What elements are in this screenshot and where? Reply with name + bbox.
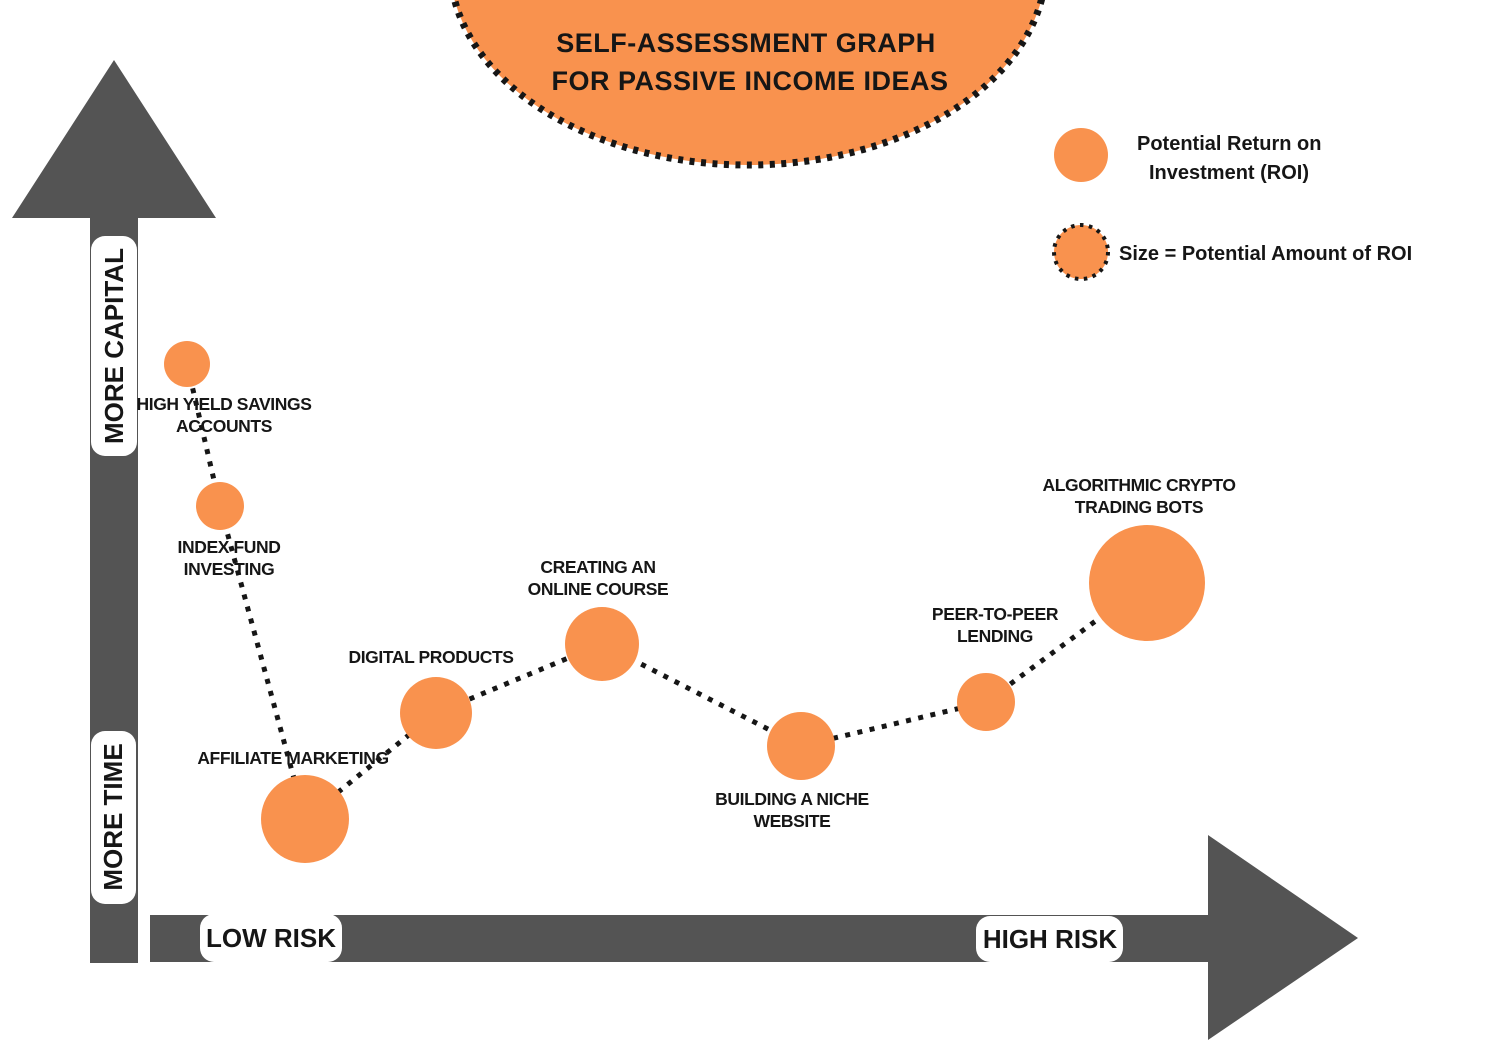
high-risk-pill (976, 916, 1123, 962)
bubble-high-yield-savings-accounts (164, 341, 210, 387)
bubble-peer-to-peer-lending (957, 673, 1015, 731)
risk-roi-connector-line (184, 363, 1149, 824)
legend-size-swatch (1052, 223, 1110, 281)
bubble-algorithmic-crypto-trading-bots (1089, 525, 1205, 641)
legend-roi-swatch (1054, 128, 1108, 182)
bubble-affiliate-marketing (261, 775, 349, 863)
legend-roi-label: Potential Return on Investment (ROI) (1137, 133, 1327, 184)
more-capital-pill (91, 236, 137, 456)
bubble-index-fund-investing (196, 482, 244, 530)
legend-roi-label-line-2: Investment (ROI) (1149, 162, 1309, 184)
bubble-digital-products (400, 677, 472, 749)
x-axis-label-low-risk: LOW RISK (206, 923, 336, 953)
legend-size-label: Size = Potential Amount of ROI (1119, 243, 1412, 265)
y-axis-label-more-capital: MORE CAPITAL (99, 248, 129, 444)
label-affiliate-marketing: AFFILIATE MARKETING (197, 748, 388, 768)
title-line-2: FOR PASSIVE INCOME IDEAS (551, 66, 948, 96)
legend-roi-label-line-1: Potential Return on (1137, 133, 1321, 155)
title-ellipse (451, 0, 1045, 169)
title-line-1: SELF-ASSESSMENT GRAPH (556, 28, 936, 58)
bubble-building-a-niche-website (767, 712, 835, 780)
y-axis-label-more-time: MORE TIME (98, 743, 128, 890)
x-axis-label-high-risk: HIGH RISK (983, 924, 1118, 954)
page-title: SELF-ASSESSMENT GRAPH FOR PASSIVE INCOME… (551, 28, 948, 96)
bubble-creating-an-online-course (565, 607, 639, 681)
y-axis-arrow (12, 60, 216, 963)
label-digital-products: DIGITAL PRODUCTS (348, 647, 513, 667)
x-axis-arrow (150, 835, 1358, 1040)
low-risk-pill (200, 914, 342, 962)
more-time-pill (91, 731, 136, 904)
